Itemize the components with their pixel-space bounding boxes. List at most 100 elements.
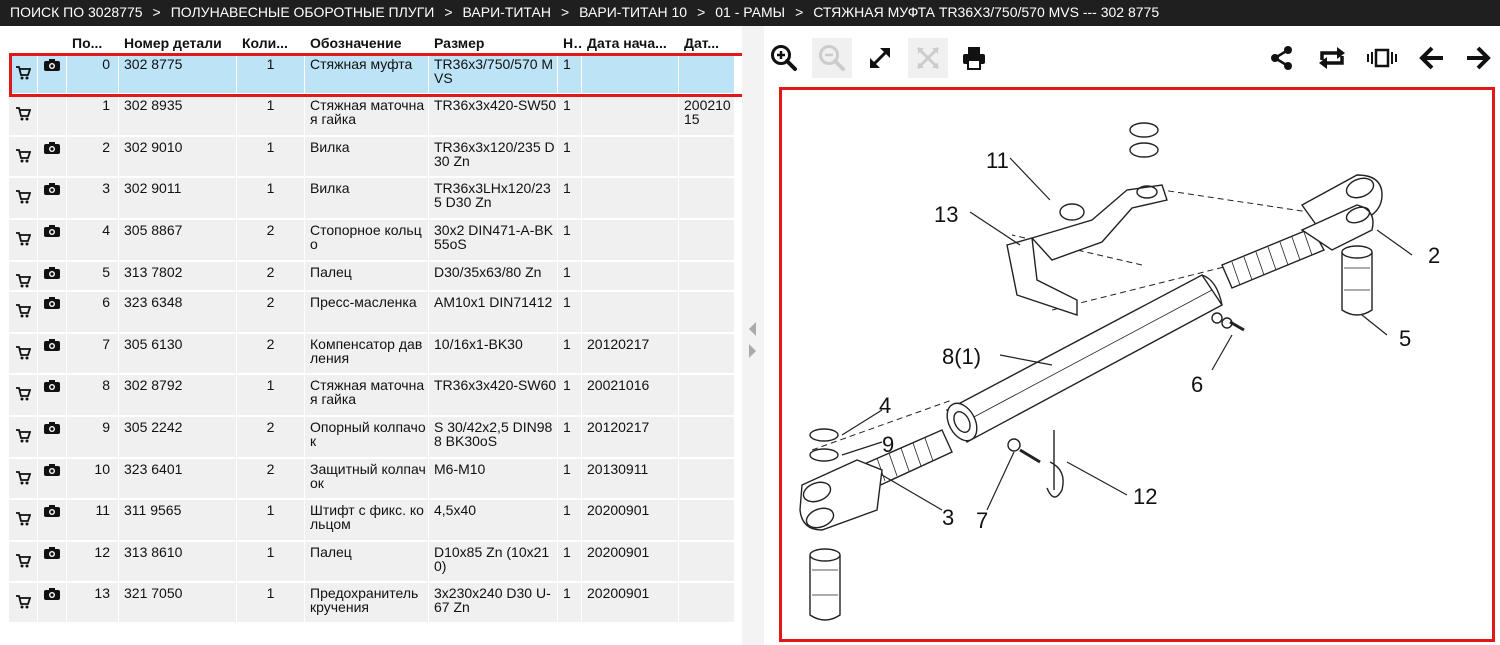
photo-button[interactable] — [38, 54, 67, 95]
collapse-right-icon[interactable] — [749, 344, 756, 358]
share-button[interactable] — [1262, 38, 1302, 78]
callout-7[interactable]: 7 — [976, 508, 988, 533]
cell-position: 11 — [67, 500, 119, 542]
callout-13[interactable]: 13 — [934, 202, 958, 227]
photo-button[interactable] — [38, 178, 67, 220]
breadcrumb-item[interactable]: ВАРИ-ТИТАН — [462, 4, 551, 20]
carousel-button[interactable] — [1362, 38, 1402, 78]
cell-start-date — [582, 95, 679, 137]
next-button[interactable] — [1458, 38, 1498, 78]
header-start-date[interactable]: Дата нача... — [582, 32, 679, 54]
add-to-cart-button[interactable] — [9, 262, 38, 292]
callout-9[interactable]: 9 — [882, 432, 894, 457]
photo-button[interactable] — [38, 417, 67, 459]
breadcrumb-item[interactable]: ПОИСК ПО 3028775 — [10, 4, 143, 20]
cell-size: D30/35x63/80 Zn — [429, 262, 558, 292]
add-to-cart-button[interactable] — [9, 54, 38, 95]
print-button[interactable] — [954, 38, 994, 78]
add-to-cart-button[interactable] — [9, 95, 38, 137]
photo-button[interactable] — [38, 292, 67, 334]
zoom-out-button[interactable] — [812, 38, 852, 78]
callout-2[interactable]: 2 — [1428, 243, 1440, 268]
photo-button[interactable] — [38, 542, 67, 583]
add-to-cart-button[interactable] — [9, 417, 38, 459]
photo-button[interactable] — [38, 334, 67, 375]
header-position[interactable]: По... — [67, 32, 119, 54]
cell-part-number: 311 9565 — [119, 500, 237, 542]
callout-8[interactable]: 8(1) — [942, 344, 981, 369]
cell-n: 1 — [558, 178, 582, 220]
photo-button[interactable] — [38, 500, 67, 542]
breadcrumb-item[interactable]: 01 - РАМЫ — [715, 4, 786, 20]
callout-12[interactable]: 12 — [1133, 484, 1157, 509]
previous-button[interactable] — [1412, 38, 1452, 78]
table-header: По... Номер детали Коли... Обозначение Р… — [9, 32, 735, 54]
cell-quantity: 1 — [237, 542, 305, 583]
header-quantity[interactable]: Коли... — [237, 32, 305, 54]
repeat-button[interactable] — [1312, 38, 1352, 78]
header-name[interactable]: Обозначение — [305, 32, 429, 54]
pane-splitter[interactable] — [742, 26, 764, 645]
header-size[interactable]: Размер — [429, 32, 558, 54]
add-to-cart-button[interactable] — [9, 178, 38, 220]
callout-3[interactable]: 3 — [942, 505, 954, 530]
arrow-left-icon — [1419, 46, 1443, 70]
photo-button[interactable] — [38, 262, 67, 292]
add-to-cart-button[interactable] — [9, 220, 38, 262]
callout-5[interactable]: 5 — [1399, 326, 1411, 351]
header-end-date[interactable]: Дат... — [679, 32, 735, 54]
callout-6[interactable]: 6 — [1191, 372, 1203, 397]
header-camera — [38, 32, 67, 54]
add-to-cart-button[interactable] — [9, 334, 38, 375]
exploded-view-diagram[interactable]: 11 13 2 5 6 8(1) 4 9 3 7 12 — [779, 87, 1495, 642]
add-to-cart-button[interactable] — [9, 292, 38, 334]
add-to-cart-button[interactable] — [9, 375, 38, 417]
photo-button[interactable] — [38, 583, 67, 624]
cell-end-date — [679, 542, 735, 583]
cell-part-number: 305 6130 — [119, 334, 237, 375]
collapse-left-icon[interactable] — [749, 322, 756, 336]
photo-button[interactable] — [38, 375, 67, 417]
add-to-cart-button[interactable] — [9, 583, 38, 624]
zoom-in-button[interactable] — [764, 38, 804, 78]
cell-position: 12 — [67, 542, 119, 583]
fit-to-screen-button[interactable] — [908, 38, 948, 78]
add-to-cart-button[interactable] — [9, 459, 38, 500]
callout-11[interactable]: 11 — [986, 148, 1009, 173]
photo-button[interactable] — [38, 137, 67, 178]
cell-name: Штифт с фикс. кольцом — [305, 500, 429, 542]
breadcrumb-item[interactable]: ПОЛУНАВЕСНЫЕ ОБОРОТНЫЕ ПЛУГИ — [170, 4, 435, 20]
cell-n: 1 — [558, 500, 582, 542]
breadcrumb-item[interactable]: СТЯЖНАЯ МУФТА TR36X3/750/570 MVS --- 302… — [813, 4, 1160, 20]
cell-end-date — [679, 334, 735, 375]
cell-quantity: 1 — [237, 375, 305, 417]
cell-name: Вилка — [305, 137, 429, 178]
header-part-number[interactable]: Номер детали — [119, 32, 237, 54]
cell-quantity: 1 — [237, 178, 305, 220]
photo-button[interactable] — [38, 220, 67, 262]
photo-button[interactable] — [38, 459, 67, 500]
callout-4[interactable]: 4 — [879, 393, 891, 418]
breadcrumb-separator: > — [560, 4, 570, 20]
add-to-cart-button[interactable] — [9, 137, 38, 178]
add-to-cart-button[interactable] — [9, 500, 38, 542]
header-n[interactable]: Н... — [558, 32, 582, 54]
add-to-cart-button[interactable] — [9, 542, 38, 583]
fullscreen-button[interactable] — [860, 38, 900, 78]
breadcrumb-item[interactable]: ВАРИ-ТИТАН 10 — [579, 4, 688, 20]
cell-name: Стяжная маточная гайка — [305, 95, 429, 137]
